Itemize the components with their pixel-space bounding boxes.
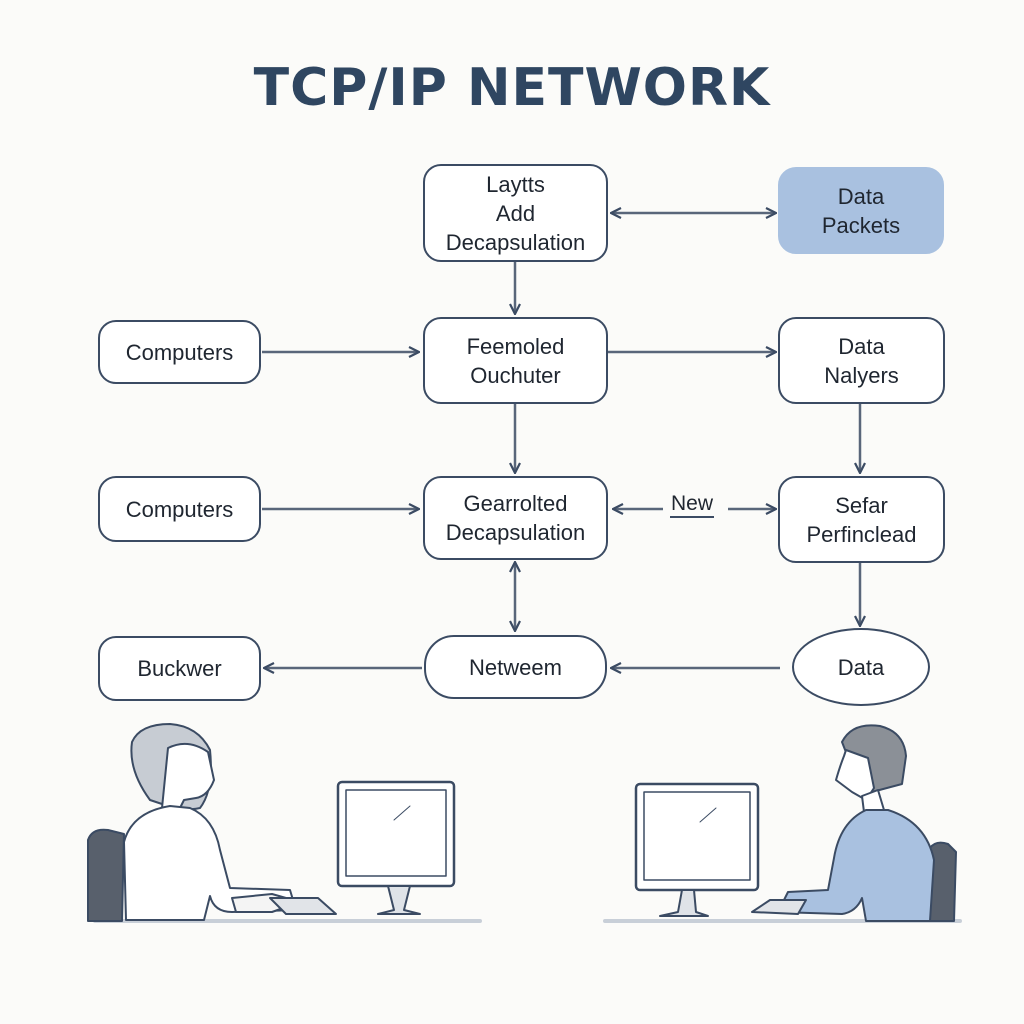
node-data-packets-line-1: Data [837,183,885,209]
node-data-packets-line-2: Packets [821,212,901,238]
page-title: TCP/IP NETWORK [253,58,771,118]
node-data-nalyers: Data Nalyers [778,317,945,404]
node-layers-line-2: Add [495,200,536,226]
man-at-computer-illustration [603,724,962,923]
node-feemoled-line-2: Ouchuter [470,362,561,388]
node-computers-2-label: Computers [125,496,234,522]
node-buckwer-label: Buckwer [137,656,222,681]
node-buckwer: Buckwer [98,636,261,701]
node-layers-line-3: Decapsulation [445,229,586,255]
node-data-nalyers-line-2: Nalyers [824,362,899,388]
woman-at-computer-illustration [87,723,482,923]
node-data-label: Data [837,654,885,680]
node-netweem-label: Netweem [469,654,562,680]
node-feemoled-line-1: Feemoled [466,333,565,359]
node-sefar-line-2: Perfinclead [806,521,917,547]
node-sefar: Sefar Perfinclead [778,476,945,563]
node-netweem: Netweem [424,635,607,699]
node-gearrolted-line-1: Gearrolted [463,491,568,516]
node-sefar-line-1: Sefar [835,492,888,518]
node-data-nalyers-line-1: Data [838,333,885,359]
node-layers: Laytts Add Decapsulation [423,164,608,262]
node-gearrolted-line-2: Decapsulation [445,520,586,545]
edge-label-new: New [670,492,715,518]
node-gearrolted: Gearrolted Decapsulation [423,476,608,560]
node-data: Data [792,628,930,706]
node-data-packets: Data Packets [778,167,944,254]
node-computers-1-label: Computers [125,339,234,365]
node-feemoled: Feemoled Ouchuter [423,317,608,404]
node-computers-1: Computers [98,320,261,384]
node-layers-line-1: Laytts [486,171,545,197]
node-computers-2: Computers [98,476,261,542]
